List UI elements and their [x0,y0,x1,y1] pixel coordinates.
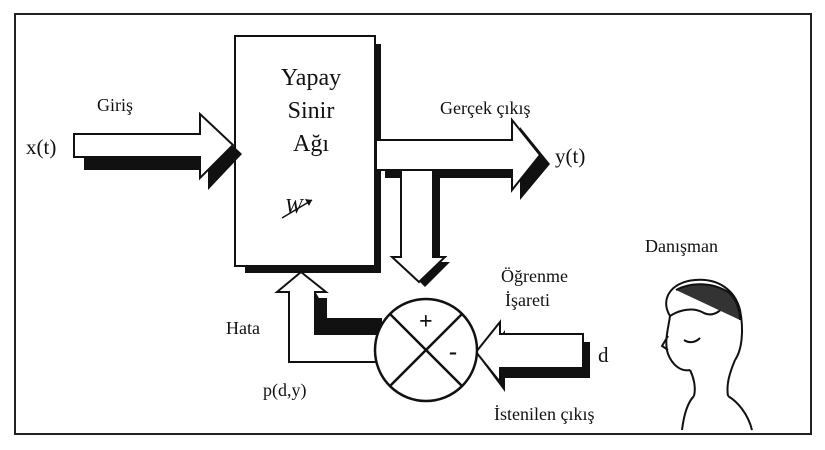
network-title-line2: Sinir [287,98,335,124]
teaching-signal-label-line1: Öğrenme [501,266,568,286]
network-title-line1: Yapay [280,65,342,91]
output-arrow [375,117,542,193]
weight-symbol: W [285,194,303,218]
network-box [234,35,376,267]
desired-output-label: İstenilen çıkış [494,404,595,424]
plus-sign: + [419,309,433,335]
desired-signal-label: d [598,343,609,367]
supervisor-label: Danışman [645,236,718,256]
feedback-arrow [389,169,448,284]
network-title-line3: Ağı [293,131,329,157]
weight-adjust-arrowhead [305,199,312,206]
input-label: Giriş [97,95,133,115]
desired-arrow [474,319,584,385]
error-function-label: p(d,y) [263,380,307,400]
diagram-frame [14,13,812,435]
teaching-signal-label-line2: İşareti [505,290,550,310]
supervisor-hair [675,283,741,321]
minus-sign: - [449,339,457,365]
output-signal-label: y(t) [555,144,586,168]
network-box-title: Yapay Sinir Ağı [236,62,386,161]
comparator-cross-line [389,313,463,387]
error-arrow [274,270,379,363]
weight-adjust-arrow [281,199,313,219]
error-label: Hata [226,318,260,338]
input-arrow [73,111,235,181]
output-label: Gerçek çıkış [440,98,531,118]
input-signal-label: x(t) [26,135,57,159]
